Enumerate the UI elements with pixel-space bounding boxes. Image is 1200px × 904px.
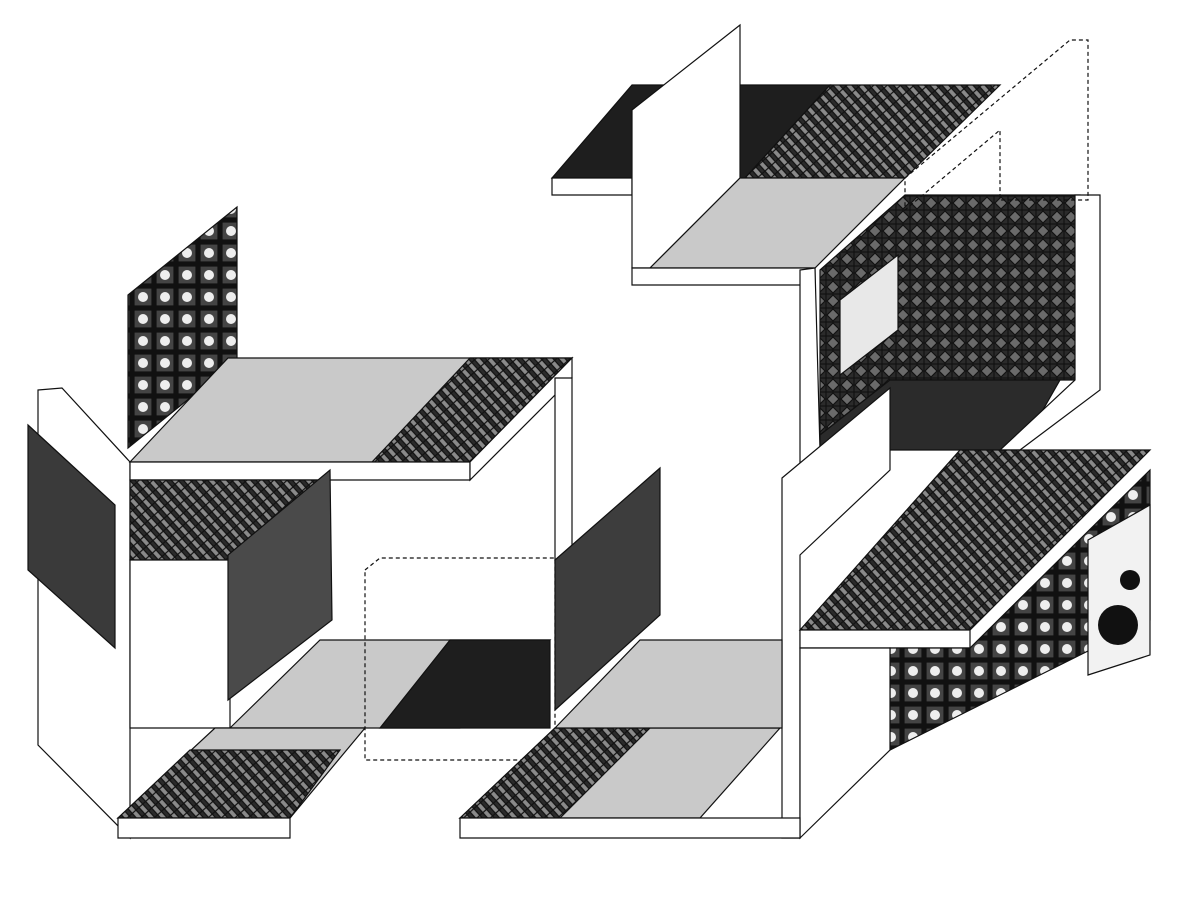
top-slab-edge bbox=[551, 177, 633, 196]
right-column bbox=[554, 377, 573, 561]
left-module bbox=[27, 205, 661, 840]
mid-floor-edge bbox=[459, 817, 801, 839]
inner-wall bbox=[129, 559, 231, 729]
sloped-slab-edge bbox=[799, 629, 971, 649]
photo-panel-center bbox=[227, 468, 333, 702]
bottom-right-wall bbox=[799, 647, 891, 840]
tweeter-icon bbox=[1120, 570, 1140, 590]
top-right-module bbox=[550, 23, 1101, 472]
upper-slab-edge bbox=[129, 461, 471, 481]
mixing-console bbox=[839, 253, 899, 377]
mid-floor-back bbox=[553, 639, 783, 729]
woofer-icon bbox=[1098, 605, 1138, 645]
photo-panel-left bbox=[27, 423, 116, 650]
outer-right-wall bbox=[799, 267, 821, 472]
bottom-slab-edge bbox=[117, 817, 291, 839]
top-floor-edge bbox=[631, 267, 816, 286]
bottom-slab-stripes bbox=[116, 749, 342, 819]
bottom-right-module bbox=[458, 386, 1152, 840]
glass-frame-top bbox=[904, 39, 1089, 212]
photo-panel-right bbox=[554, 466, 661, 712]
lower-floor-dark bbox=[378, 639, 551, 729]
